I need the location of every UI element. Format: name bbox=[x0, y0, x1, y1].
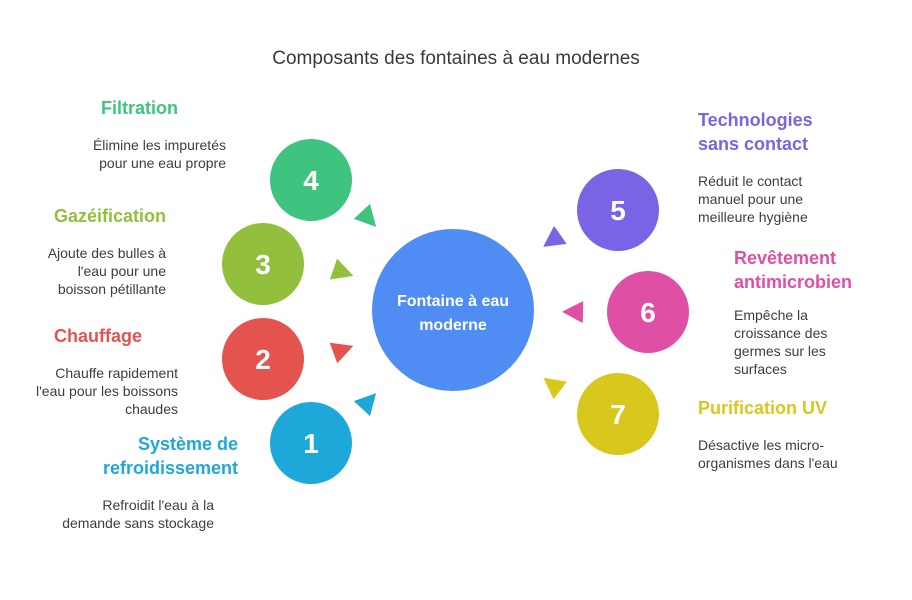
node-circle-heating bbox=[222, 318, 304, 400]
desc-cooling-system: Refroidit l'eau à la demande sans stocka… bbox=[62, 497, 214, 531]
node-number-contactless: 5 bbox=[610, 195, 626, 226]
label-cooling-system: Système de refroidissement bbox=[102, 434, 238, 478]
arrow-filtration bbox=[353, 203, 377, 227]
node-circle-carbonation bbox=[222, 223, 304, 305]
node-circle-antimicrobial bbox=[607, 271, 689, 353]
label-filtration: Filtration bbox=[101, 98, 178, 118]
node-number-antimicrobial: 6 bbox=[640, 297, 656, 328]
arrow-contactless bbox=[543, 225, 567, 247]
label-uv-purification: Purification UV bbox=[698, 398, 828, 418]
desc-filtration: Élimine les impuretés pour une eau propr… bbox=[92, 137, 226, 171]
node-number-cooling-system: 1 bbox=[303, 428, 319, 459]
arrow-antimicrobial bbox=[562, 301, 584, 324]
node-circle-cooling-system bbox=[270, 402, 352, 484]
center-label-line-1: Fontaine à eau bbox=[397, 293, 509, 310]
node-number-filtration: 4 bbox=[303, 165, 319, 196]
arrow-carbonation bbox=[329, 258, 354, 280]
diagram-title: Composants des fontaines à eau modernes bbox=[272, 48, 640, 69]
desc-uv-purification: Désactive les micro-organismes dans l'ea… bbox=[698, 437, 838, 471]
arrow-cooling-system bbox=[353, 393, 377, 417]
node-circle-filtration bbox=[270, 139, 352, 221]
desc-carbonation: Ajoute des bulles à l'eau pour une boiss… bbox=[47, 245, 166, 297]
desc-heating: Chauffe rapidement l'eau pour les boisso… bbox=[36, 365, 178, 417]
node-circle-contactless bbox=[577, 169, 659, 251]
node-number-heating: 2 bbox=[255, 344, 271, 375]
node-number-uv-purification: 7 bbox=[610, 399, 626, 430]
center-circle bbox=[372, 229, 534, 391]
arrow-uv-purification bbox=[543, 377, 567, 400]
label-contactless: Technologies sans contact bbox=[698, 110, 813, 154]
desc-antimicrobial: Empêche la croissance des germes sur les… bbox=[734, 307, 828, 377]
label-antimicrobial: Revêtement antimicrobien bbox=[734, 248, 853, 292]
label-heating: Chauffage bbox=[53, 326, 142, 346]
node-number-carbonation: 3 bbox=[255, 249, 271, 280]
center-label-line-2: moderne bbox=[419, 317, 487, 334]
arrow-heating bbox=[329, 342, 354, 364]
desc-contactless: Réduit le contact manuel pour une meille… bbox=[698, 173, 808, 225]
node-circle-uv-purification bbox=[577, 373, 659, 455]
label-carbonation: Gazéification bbox=[53, 206, 166, 226]
